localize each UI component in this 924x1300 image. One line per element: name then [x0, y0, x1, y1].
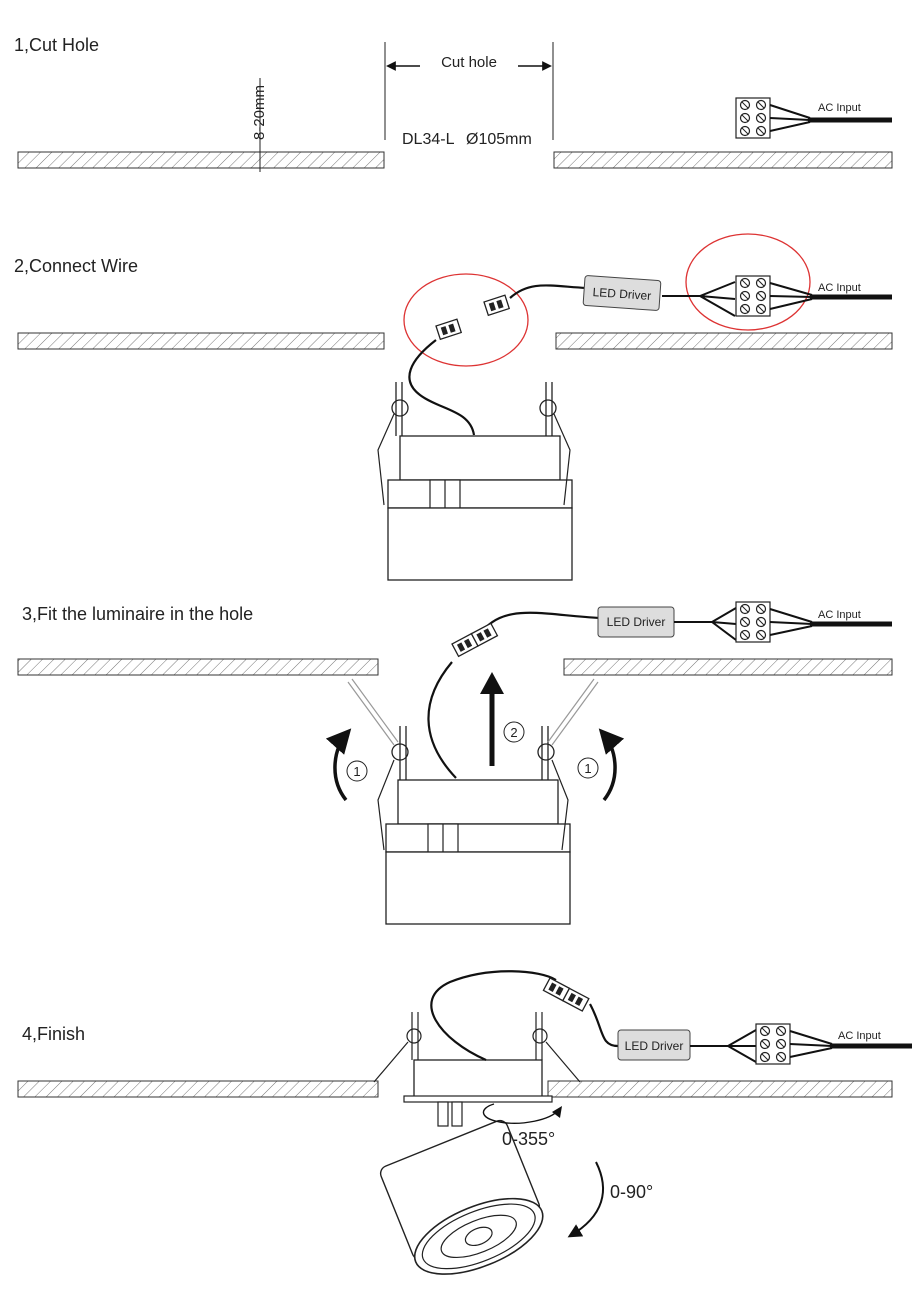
spring-left-raised: [347, 678, 399, 746]
marker-2: [503, 721, 525, 743]
svg-text:1: 1: [353, 764, 360, 779]
socket-connector: [483, 294, 510, 316]
marker-1-left: [346, 760, 368, 782]
step-4-finish: 4,Finish LED Driver AC Input: [17, 970, 912, 1275]
connector-pair: [542, 977, 590, 1012]
ac-input-label: AC Input: [818, 609, 861, 621]
connector-highlight-circle: [403, 273, 529, 367]
ceiling-left: [17, 658, 379, 676]
ac-input-label: AC Input: [818, 282, 861, 294]
svg-text:2: 2: [510, 725, 517, 740]
step-3-fit-luminaire: 3,Fit the luminaire in the hole LED Driv…: [17, 601, 893, 925]
step-1-cut-hole: 1,Cut Hole 8-20mm Cut hole DL34-L Ø105mm…: [14, 35, 893, 172]
step-3-title: 3,Fit the luminaire in the hole: [22, 604, 253, 624]
luminaire: [387, 435, 573, 581]
terminal-block: [735, 601, 771, 643]
ceiling-left: [17, 1080, 379, 1098]
ceiling-left: [17, 151, 385, 169]
spring-arrow-left: [325, 728, 352, 802]
terminal-block: [755, 1023, 791, 1065]
driver-label: LED Driver: [607, 615, 666, 629]
ceiling-left: [17, 332, 385, 350]
ceiling-right: [547, 1080, 893, 1098]
ac-input-label: AC Input: [818, 102, 861, 114]
model-label: DL34-L: [402, 131, 455, 148]
rotation-label: 0-355°: [502, 1129, 555, 1149]
driver-label: LED Driver: [625, 1039, 684, 1053]
step-1-title: 1,Cut Hole: [14, 35, 99, 55]
step-4-title: 4,Finish: [22, 1024, 85, 1044]
spring-clip-right: [537, 743, 555, 761]
rotation-arrow: [482, 1103, 559, 1124]
ceiling-right: [553, 151, 893, 169]
spring-clip-left: [391, 743, 409, 761]
led-driver: [582, 275, 662, 311]
connector-pair: [451, 622, 499, 658]
luminaire: [385, 779, 571, 925]
plug-connector: [435, 318, 462, 340]
terminal-block: [735, 97, 771, 139]
step-2-connect-wire: 2,Connect Wire LED Driver AC Input: [14, 233, 893, 581]
marker-1-right: [577, 757, 599, 779]
ceiling-right: [563, 658, 893, 676]
diameter-label: Ø105mm: [466, 131, 532, 148]
terminal-highlight-circle: [685, 233, 811, 331]
spring-clip-left: [391, 399, 409, 417]
recessed-housing: [413, 1059, 543, 1099]
tilt-arrow: [567, 1161, 604, 1238]
spring-clip-right: [539, 399, 557, 417]
spring-arrow-right: [598, 728, 625, 802]
cut-hole-label: Cut hole: [441, 54, 497, 71]
step-2-title: 2,Connect Wire: [14, 256, 138, 276]
terminal-block: [735, 275, 771, 317]
tilt-label: 0-90°: [610, 1182, 653, 1202]
ceiling-right: [555, 332, 893, 350]
depth-label: 8-20mm: [251, 85, 268, 140]
ac-input-label: AC Input: [838, 1030, 881, 1042]
spring-right-raised: [547, 678, 599, 746]
lamp-head: [379, 1119, 544, 1275]
driver-label: LED Driver: [592, 285, 652, 303]
svg-text:1: 1: [584, 761, 591, 776]
